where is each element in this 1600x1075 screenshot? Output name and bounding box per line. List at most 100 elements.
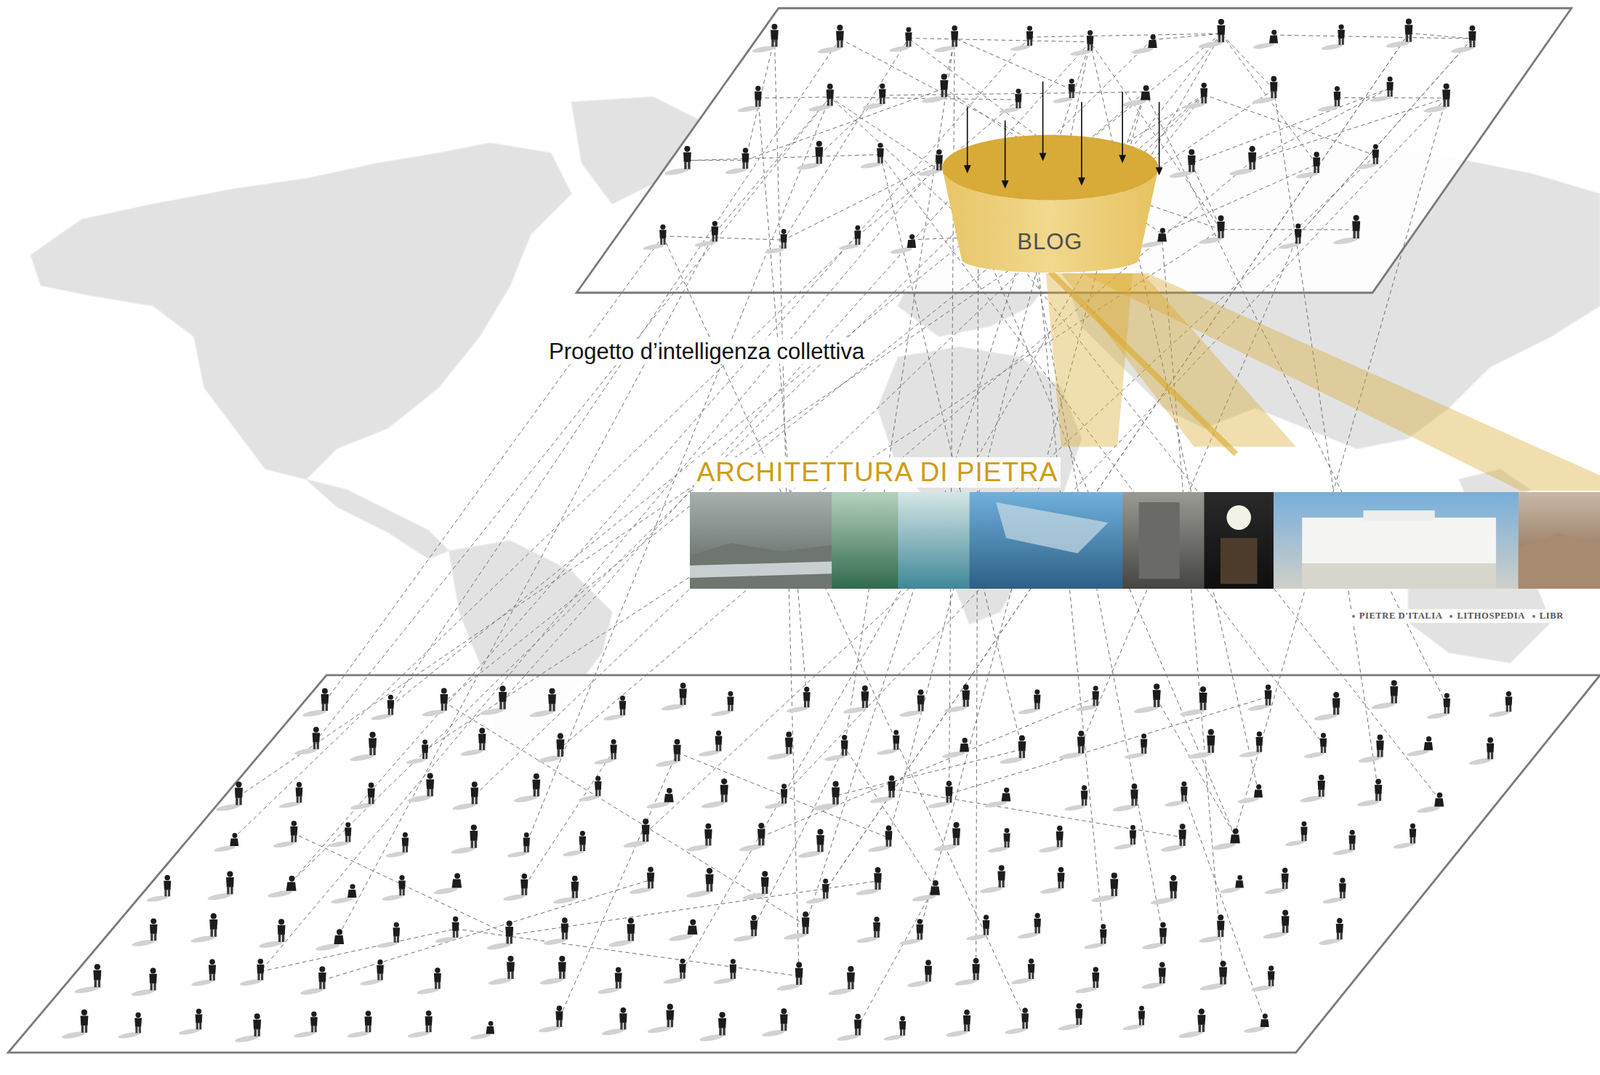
- photo-panel: [831, 492, 899, 589]
- person-body: [318, 972, 327, 983]
- person-body: [917, 695, 925, 706]
- person-head: [524, 832, 530, 838]
- person-figure: [751, 23, 779, 54]
- person-body: [952, 828, 961, 839]
- person-leg: [1028, 972, 1031, 980]
- person-figure: [215, 781, 243, 812]
- person-leg: [371, 796, 374, 804]
- person-figure: [539, 955, 567, 986]
- person-body: [950, 31, 959, 40]
- person-leg: [455, 930, 458, 938]
- person-figure: [562, 830, 586, 858]
- person-leg: [369, 747, 372, 756]
- person-body: [1256, 737, 1264, 746]
- person-figure: [911, 880, 940, 903]
- photo-panel: [689, 492, 833, 589]
- person-leg: [565, 932, 568, 940]
- person-figure: [506, 832, 530, 859]
- person-body: [209, 919, 218, 930]
- person-leg: [761, 886, 765, 894]
- person-body: [801, 917, 810, 927]
- person-head: [561, 917, 568, 924]
- person-head: [422, 739, 428, 745]
- dashed-link: [1252, 98, 1447, 161]
- person-figure: [838, 225, 861, 251]
- lower-plane: [7, 675, 1600, 1053]
- person-figure: [984, 787, 1012, 809]
- person-leg: [422, 752, 425, 759]
- person-leg: [1111, 888, 1115, 897]
- person-leg: [1271, 979, 1274, 986]
- person-head: [611, 739, 617, 745]
- person-leg: [724, 794, 728, 803]
- person-leg: [1349, 843, 1352, 850]
- person-figure: [966, 914, 991, 942]
- person-head: [803, 686, 810, 693]
- person-leg: [1090, 43, 1093, 51]
- person-leg: [730, 972, 733, 980]
- person-head: [886, 825, 892, 831]
- person-leg: [314, 1025, 317, 1033]
- person-leg: [212, 973, 216, 981]
- person-leg: [758, 99, 762, 107]
- person-head: [983, 914, 989, 920]
- person-figure: [796, 141, 824, 171]
- person-head: [427, 773, 434, 780]
- person-figure: [577, 776, 602, 803]
- person-figure: [1243, 1014, 1270, 1035]
- person-figure: [258, 918, 286, 950]
- person-head: [961, 737, 967, 743]
- person-head: [1217, 914, 1224, 921]
- person-leg: [1188, 164, 1191, 172]
- person-figure: [1277, 223, 1302, 250]
- person-body: [1281, 915, 1290, 926]
- person-head: [278, 918, 285, 925]
- person-figure: [1199, 961, 1228, 993]
- person-figure: [700, 778, 729, 810]
- person-leg: [1352, 230, 1356, 239]
- person-leg: [98, 979, 101, 988]
- person-head: [899, 1016, 906, 1022]
- person-head: [231, 833, 237, 839]
- person-leg: [1081, 798, 1084, 806]
- dashed-link: [1221, 33, 1317, 165]
- person-figure: [764, 783, 789, 810]
- person-leg: [1087, 43, 1090, 51]
- person-leg: [1317, 165, 1320, 174]
- person-leg: [1409, 34, 1412, 43]
- person-leg: [296, 796, 299, 803]
- site-banner: ARCHITETTURA DI PIETRA: [689, 454, 1600, 591]
- person-head: [296, 782, 302, 788]
- person-head: [580, 830, 586, 836]
- person-leg: [372, 747, 376, 756]
- person-leg: [816, 156, 819, 164]
- person-head: [862, 685, 868, 692]
- person-leg: [1282, 881, 1285, 890]
- person-leg: [94, 979, 97, 988]
- person-body: [376, 965, 384, 975]
- person-head: [705, 823, 711, 830]
- person-body: [1348, 835, 1356, 844]
- person-body: [846, 972, 855, 983]
- person-leg: [874, 882, 877, 890]
- person-figure: [593, 739, 618, 766]
- person-leg: [817, 844, 820, 852]
- person-head: [226, 871, 233, 878]
- person-leg: [199, 1022, 202, 1030]
- person-figure: [146, 875, 171, 903]
- person-figure: [642, 224, 666, 251]
- person-leg: [1019, 101, 1022, 109]
- person-figure: [1083, 923, 1108, 951]
- person-body: [548, 694, 557, 705]
- person-head: [1248, 146, 1255, 152]
- person-leg: [1446, 98, 1449, 107]
- person-head: [1015, 88, 1021, 94]
- photo-detail: [1226, 505, 1252, 530]
- person-figure: [732, 915, 758, 943]
- dashed-link: [1252, 87, 1390, 161]
- person-head: [879, 83, 885, 89]
- person-head: [402, 832, 408, 838]
- person-leg: [774, 39, 778, 47]
- person-body: [433, 973, 442, 983]
- person-body: [1180, 786, 1188, 796]
